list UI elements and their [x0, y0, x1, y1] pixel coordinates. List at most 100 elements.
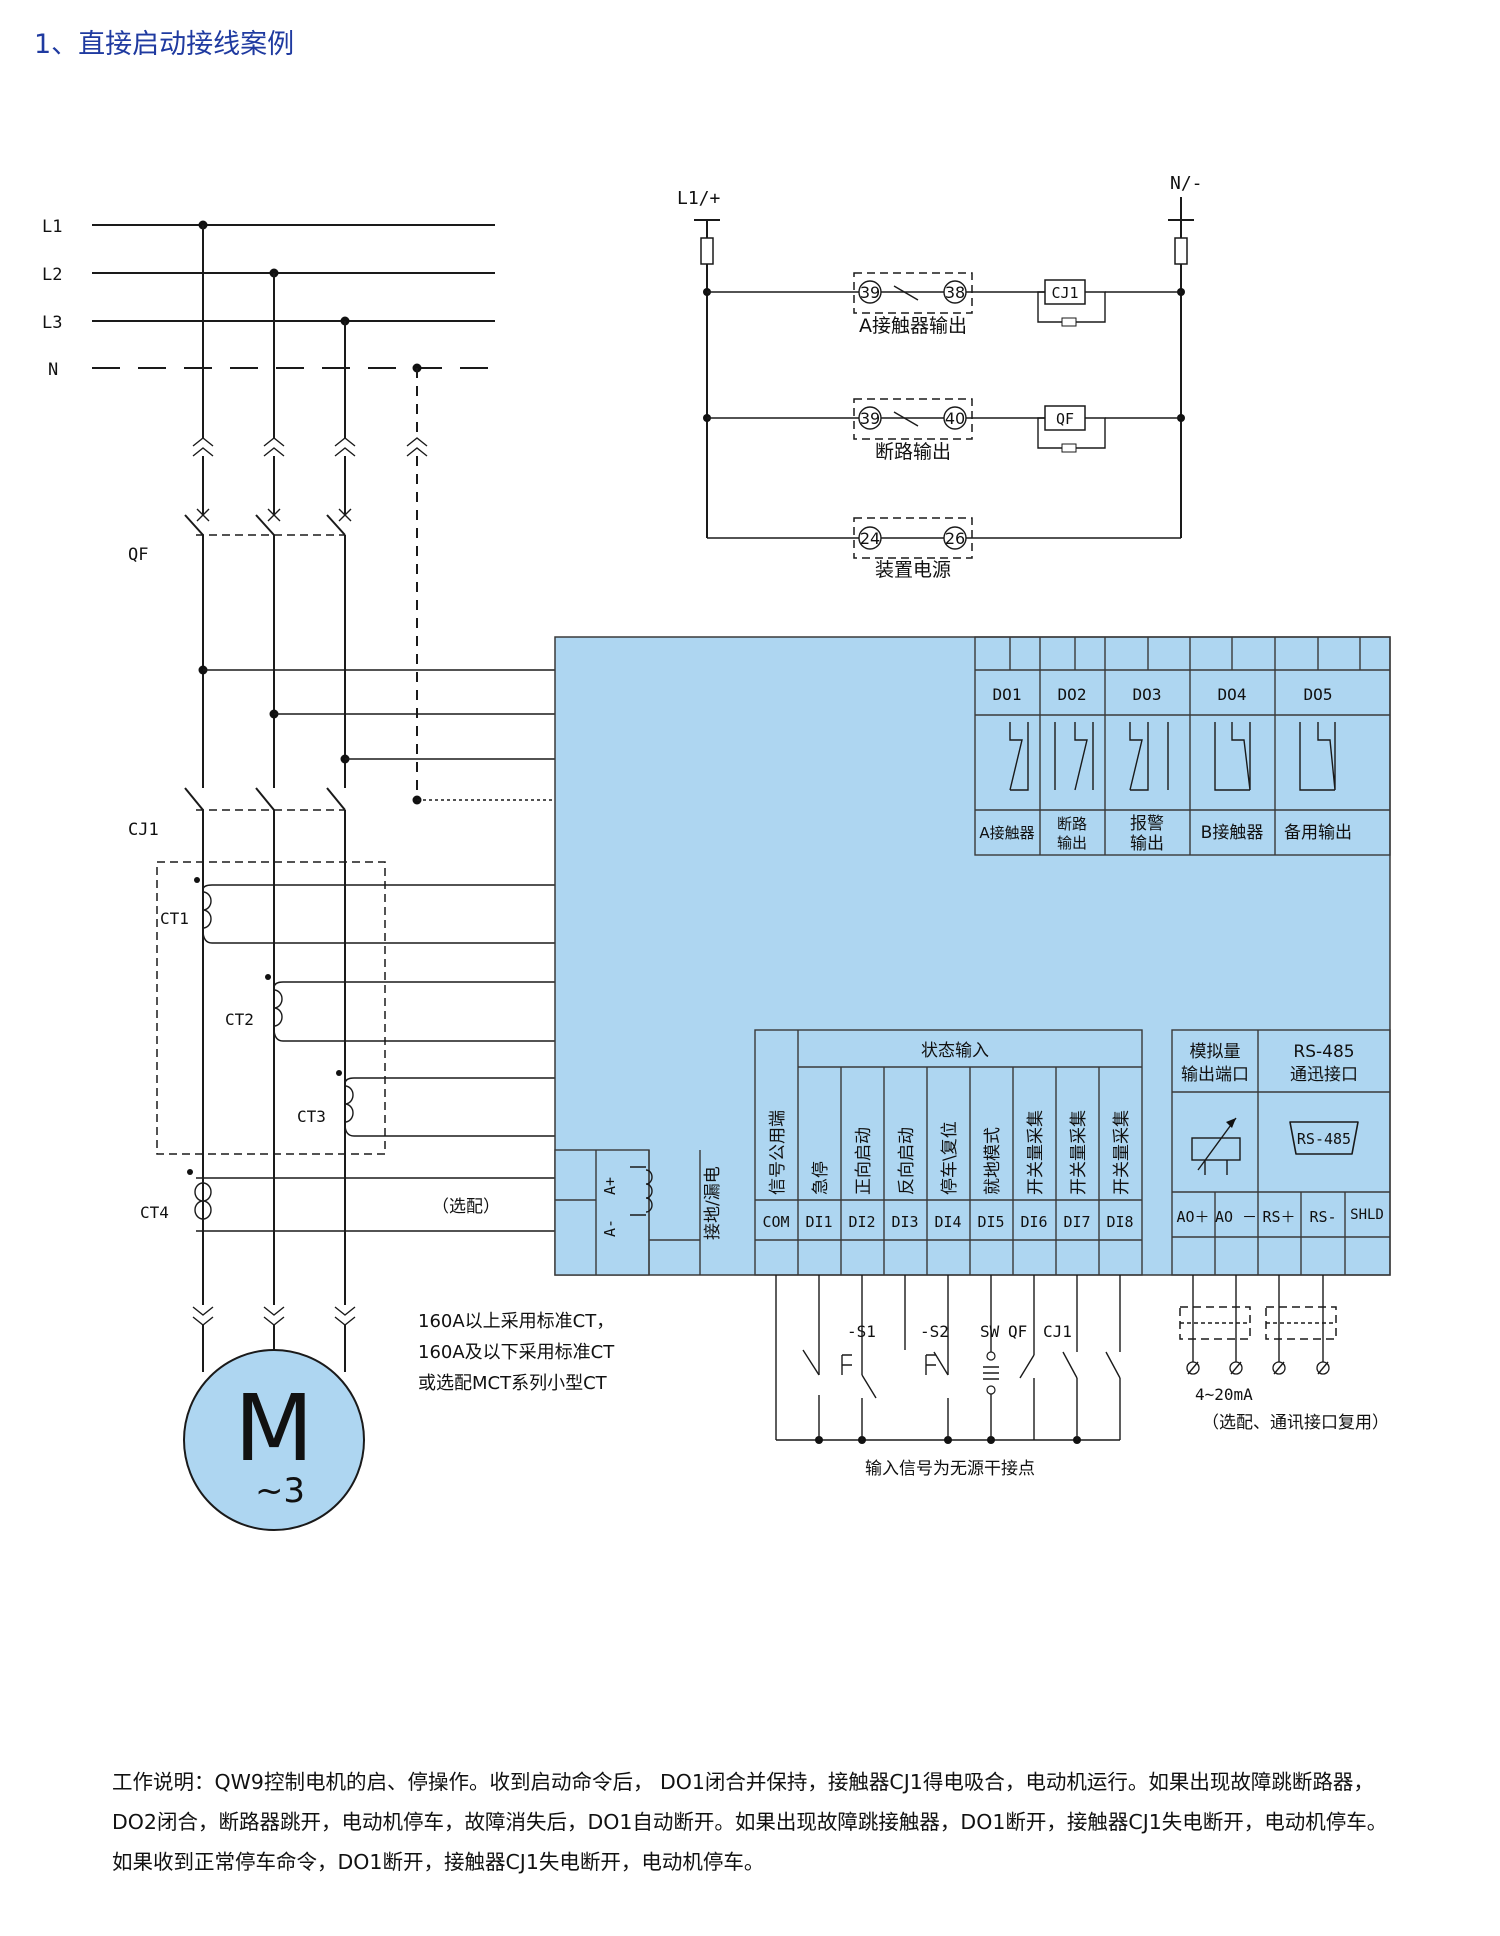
- label-l3: L3: [42, 313, 62, 333]
- description-line-3: 如果收到正常停车命令，DO1断开，接触器CJ1失电断开，电动机停车。: [112, 1850, 765, 1874]
- optional-label: （选配）: [432, 1197, 500, 1217]
- work-description: 工作说明：QW9控制电机的启、停操作。收到启动命令后， DO1闭合并保持，接触器…: [112, 1762, 1492, 1882]
- ct-note-2: 160A及以下采用标准CT: [418, 1342, 615, 1363]
- ct-note-1: 160A以上采用标准CT，: [418, 1311, 614, 1332]
- term-ao-plus: AO＋: [1176, 1208, 1209, 1226]
- input-name-di1: 急停: [811, 1161, 831, 1195]
- switch-cj1: CJ1: [1043, 1322, 1072, 1341]
- term-di3: DI3: [891, 1213, 918, 1231]
- input-block: 状态输入 信号公用端 急停 正向启动 反向启动 停车\复位 就地模式 开关量采集…: [754, 1029, 1143, 1276]
- description-line-2: DO2闭合，断路器跳开，电动机停车，故障消失后，DO1自动断开。如果出现故障跳接…: [112, 1810, 1388, 1834]
- input-name-di2: 正向启动: [854, 1127, 874, 1195]
- input-wiring: -S1 -S2 SW QF CJ1 输入信号为无源干接点: [775, 1275, 1121, 1479]
- analog-title-1: 模拟量: [1190, 1042, 1241, 1062]
- do1-label: DO1: [993, 685, 1022, 704]
- cj1-label: CJ1: [128, 820, 159, 840]
- leak-a-minus: A-: [601, 1219, 619, 1237]
- leak-label: 接地/漏电: [703, 1166, 723, 1240]
- switch-sw: SW: [980, 1322, 1000, 1341]
- term-di2: DI2: [848, 1213, 875, 1231]
- ct3-coil: CT3: [297, 1070, 555, 1137]
- term-di8: DI8: [1106, 1213, 1133, 1231]
- input-name-di5: 就地模式: [983, 1127, 1003, 1195]
- ct-note-3: 或选配MCT系列小型CT: [418, 1373, 608, 1394]
- term-rs-minus: RS-: [1309, 1208, 1336, 1226]
- ct3-label: CT3: [297, 1107, 326, 1126]
- switch-qf: QF: [1008, 1322, 1027, 1341]
- motor-connection: [192, 1306, 356, 1372]
- term-ao-minus: AO －: [1215, 1208, 1257, 1226]
- term-di7: DI7: [1063, 1213, 1090, 1231]
- motor-letter: M: [234, 1375, 313, 1482]
- control-circuit: L1/+ N/- 39 38 A接触器输出 CJ1 39 40: [677, 173, 1203, 581]
- label-l1: L1: [42, 217, 62, 237]
- ct4-coil: CT4 （选配）: [140, 1169, 555, 1232]
- term-26: 26: [945, 529, 965, 548]
- rs485-title-2: 通迅接口: [1290, 1065, 1358, 1085]
- comm-wiring: 4~20mA （选配、通讯接口复用）: [1179, 1275, 1389, 1433]
- nminus-label: N/-: [1170, 173, 1203, 194]
- motor-phase: ~3: [255, 1471, 305, 1511]
- ct1-label: CT1: [160, 909, 189, 928]
- term-39b: 39: [860, 409, 880, 428]
- do4-label: DO4: [1218, 685, 1247, 704]
- input-name-di4: 停车\复位: [940, 1121, 960, 1195]
- out-b-contactor: B接触器: [1201, 823, 1264, 843]
- motor: M ~3: [183, 1349, 365, 1531]
- wiring-diagram: L1 L2 L3 N QF: [42, 173, 1391, 1531]
- ct2-coil: CT2: [225, 974, 555, 1042]
- qf-label: QF: [128, 545, 148, 565]
- input-common-label: 信号公用端: [768, 1110, 788, 1195]
- out-breaker-1: 断路: [1057, 815, 1087, 833]
- leakage-block: A+ A- 接地/漏电: [555, 1150, 723, 1275]
- ct1-coil: CT1: [160, 877, 555, 944]
- term-di5: DI5: [977, 1213, 1004, 1231]
- analog-note: （选配、通讯接口复用）: [1202, 1413, 1389, 1433]
- rs485-port-icon: RS-485: [1297, 1130, 1351, 1148]
- out-alarm-1: 报警: [1130, 814, 1164, 834]
- term-di4: DI4: [934, 1213, 961, 1231]
- coil-cj1: CJ1: [1051, 284, 1078, 302]
- term-shld: SHLD: [1350, 1207, 1384, 1223]
- input-name-di3: 反向启动: [897, 1127, 917, 1195]
- ct2-label: CT2: [225, 1010, 254, 1029]
- analog-title-2: 输出端口: [1181, 1065, 1249, 1085]
- term-40: 40: [945, 409, 965, 428]
- term-39a: 39: [860, 283, 880, 302]
- label-l2: L2: [42, 265, 62, 285]
- term-38: 38: [945, 283, 965, 302]
- switch-s1: -S1: [847, 1322, 876, 1341]
- inputs-header: 状态输入: [921, 1041, 989, 1061]
- out-a-contactor: A接触器: [979, 824, 1034, 842]
- term-di1: DI1: [805, 1213, 832, 1231]
- power-bus: L1 L2 L3 N: [42, 217, 495, 380]
- row2-label: 断路输出: [875, 441, 951, 463]
- input-name-di8: 开关量采集: [1112, 1110, 1132, 1195]
- coil-qf: QF: [1056, 410, 1074, 428]
- term-di6: DI6: [1020, 1213, 1047, 1231]
- input-name-di6: 开关量采集: [1026, 1110, 1046, 1195]
- out-breaker-2: 输出: [1057, 834, 1087, 852]
- input-name-di7: 开关量采集: [1069, 1110, 1089, 1195]
- do5-label: DO5: [1304, 685, 1333, 704]
- leak-block: [554, 1149, 650, 1276]
- label-n: N: [48, 360, 58, 380]
- out-alarm-2: 输出: [1130, 834, 1164, 854]
- page-title: 1、直接启动接线案例: [34, 29, 295, 60]
- leak-a-plus: A+: [601, 1177, 619, 1195]
- output-block: DO1 DO2 DO3 DO4 DO5 A接触器 断路 输出 报警 输出 B接触…: [974, 636, 1391, 856]
- phase-conductors: QF CJ1: [128, 225, 555, 1305]
- ct4-label: CT4: [140, 1203, 169, 1222]
- device-panel: [554, 636, 1391, 1276]
- term-24: 24: [860, 529, 880, 548]
- l1plus-label: L1/+: [677, 188, 721, 209]
- do2-label: DO2: [1058, 685, 1087, 704]
- switch-s2: -S2: [920, 1322, 949, 1341]
- rs485-title-1: RS-485: [1293, 1042, 1354, 1062]
- term-com: COM: [762, 1213, 789, 1231]
- do3-label: DO3: [1133, 685, 1162, 704]
- row1-label: A接触器输出: [859, 315, 967, 337]
- row3-label: 装置电源: [875, 559, 951, 581]
- dry-contact-note: 输入信号为无源干接点: [865, 1459, 1035, 1479]
- description-line-1: 工作说明：QW9控制电机的启、停操作。收到启动命令后， DO1闭合并保持，接触器…: [112, 1770, 1374, 1794]
